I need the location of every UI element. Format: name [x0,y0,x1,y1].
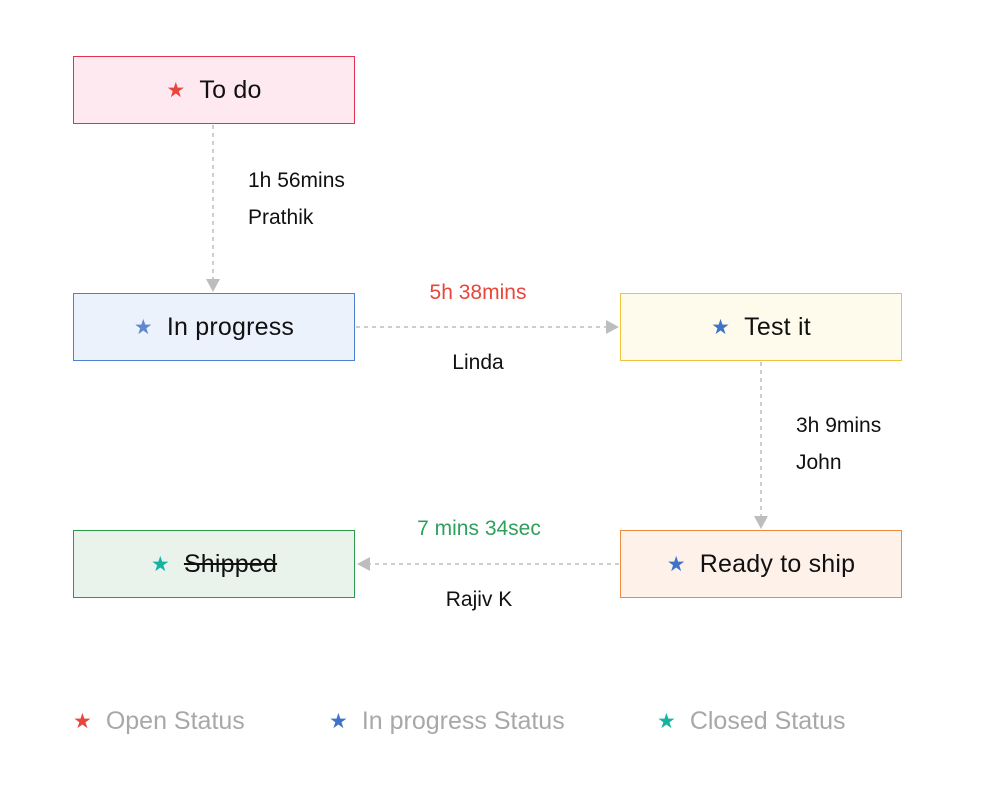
star-icon: ★ [150,552,170,576]
transition-assignee: Rajiv K [445,588,513,611]
arrowhead-down-icon [206,279,220,292]
transition-assignee: Prathik [248,206,314,229]
legend-item-open: ★ Open Status [73,707,245,736]
arrowhead-right-icon [606,320,619,334]
status-node-ready-to-ship: ★ Ready to ship [620,530,902,598]
arrowhead-left-icon [357,557,370,571]
star-icon: ★ [329,710,348,733]
legend-item-in-progress: ★ In progress Status [329,707,565,736]
star-icon: ★ [133,315,153,339]
transition-duration: 3h 9mins [796,414,882,437]
legend-label: Closed Status [689,707,846,735]
legend-item-closed: ★ Closed Status [657,707,845,736]
status-node-in-progress: ★ In progress [73,293,355,361]
status-node-shipped: ★ Shipped [73,530,355,598]
star-icon: ★ [657,710,676,733]
star-icon: ★ [73,710,92,733]
node-label: To do [199,75,262,104]
transition-duration: 7 mins 34sec [417,517,541,540]
node-label: Test it [744,312,811,341]
status-node-to-do: ★ To do [73,56,355,124]
arrowhead-down-icon [754,516,768,529]
transition-assignee: John [796,451,842,474]
transition-assignee: Linda [452,351,504,374]
star-icon: ★ [666,552,686,576]
legend-label: Open Status [105,707,245,735]
node-label: Ready to ship [699,549,856,578]
node-label: In progress [166,312,295,341]
node-label: Shipped [183,549,278,578]
star-icon: ★ [711,315,731,339]
transition-duration: 1h 56mins [248,169,345,192]
transition-duration: 5h 38mins [429,281,527,304]
status-node-test-it: ★ Test it [620,293,902,361]
legend-label: In progress Status [361,707,565,735]
star-icon: ★ [166,78,186,102]
